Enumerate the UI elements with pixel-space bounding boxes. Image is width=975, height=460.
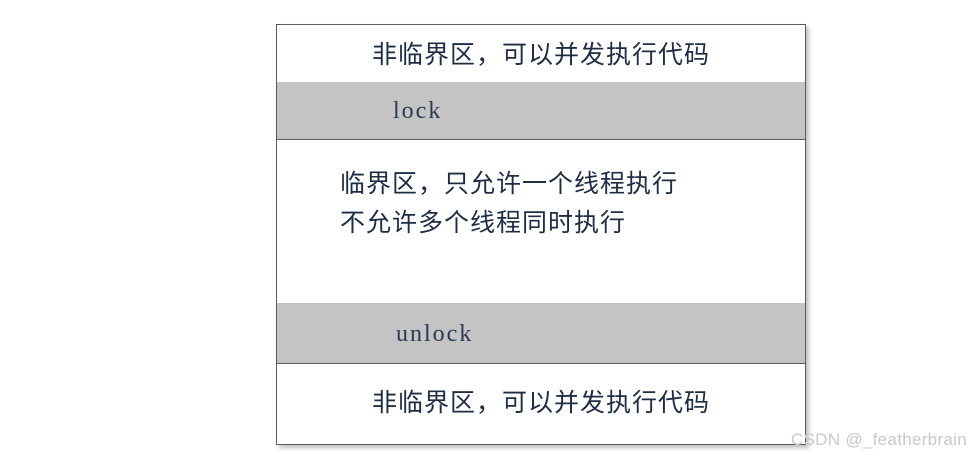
band-critical-section: 临界区，只允许一个线程执行 不允许多个线程同时执行 xyxy=(277,140,805,304)
band-noncritical-top-label: 非临界区，可以并发执行代码 xyxy=(371,41,710,69)
separator-lock-critical xyxy=(277,138,805,141)
band-noncritical-bottom: 非临界区，可以并发执行代码 xyxy=(277,364,805,444)
band-unlock: unlock xyxy=(277,304,805,364)
critical-section-line-2: 不允许多个线程同时执行 xyxy=(340,209,627,237)
band-noncritical-top: 非临界区，可以并发执行代码 xyxy=(277,25,805,83)
band-noncritical-bottom-label: 非临界区，可以并发执行代码 xyxy=(371,389,710,417)
critical-section-line-1: 临界区，只允许一个线程执行 xyxy=(340,170,679,198)
mutex-flow-box: 非临界区，可以并发执行代码 lock 临界区，只允许一个线程执行 不允许多个线程… xyxy=(276,24,806,445)
separator-unlock-bottom xyxy=(277,362,805,365)
csdn-watermark: CSDN @_featherbrain xyxy=(790,430,967,449)
lock-label: lock xyxy=(393,98,443,124)
band-lock: lock xyxy=(277,83,805,140)
unlock-label: unlock xyxy=(396,320,474,347)
